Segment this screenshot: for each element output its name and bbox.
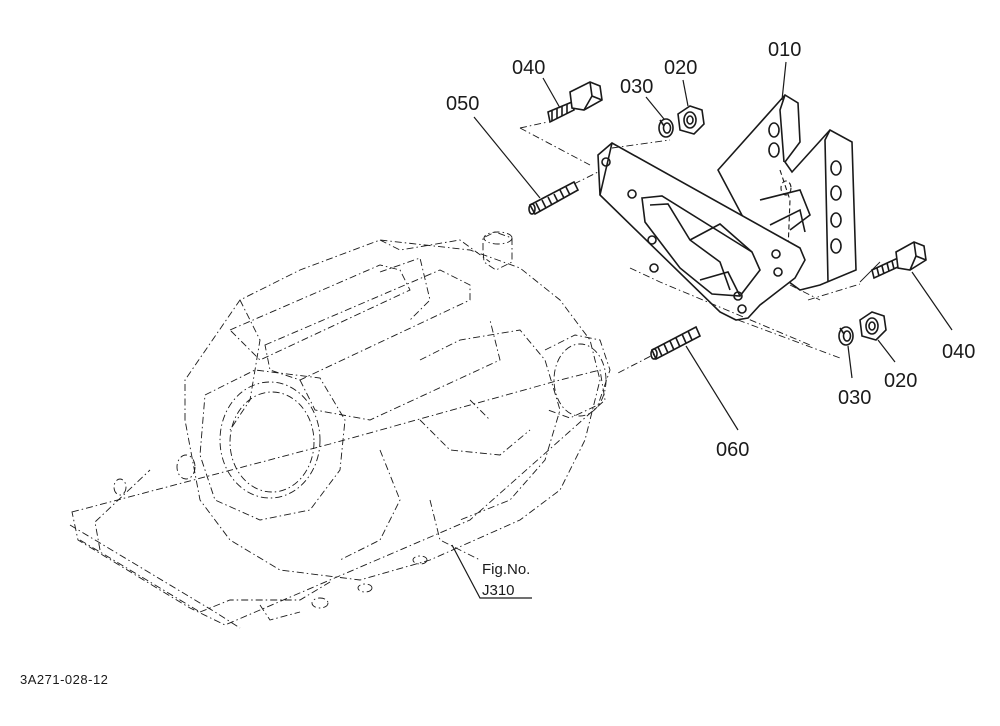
label-060: 060 [716, 439, 749, 461]
stud-060 [650, 325, 702, 361]
bolt-040-right [871, 241, 927, 280]
spring-washer-030-top [658, 118, 674, 138]
label-020-top: 020 [664, 57, 697, 79]
bolt-040-top [547, 81, 603, 124]
leader-lines [451, 61, 953, 599]
label-040-top: 040 [512, 57, 545, 79]
bracket-010 [597, 93, 857, 321]
label-010: 010 [768, 39, 801, 61]
label-030-top: 030 [620, 76, 653, 98]
label-040-right: 040 [942, 341, 975, 363]
label-020-right: 020 [884, 370, 917, 392]
figure-reference-number: J310 [482, 582, 515, 599]
nut-020-top [677, 105, 705, 135]
label-030-right: 030 [838, 387, 871, 409]
label-050: 050 [446, 93, 479, 115]
figure-reference-title: Fig.No. [482, 561, 530, 578]
transmission-housing [69, 231, 611, 629]
stud-050 [528, 180, 580, 216]
spring-washer-030-right [838, 326, 854, 346]
drawing-code: 3A271-028-12 [20, 672, 108, 687]
nut-020-right [859, 311, 887, 341]
